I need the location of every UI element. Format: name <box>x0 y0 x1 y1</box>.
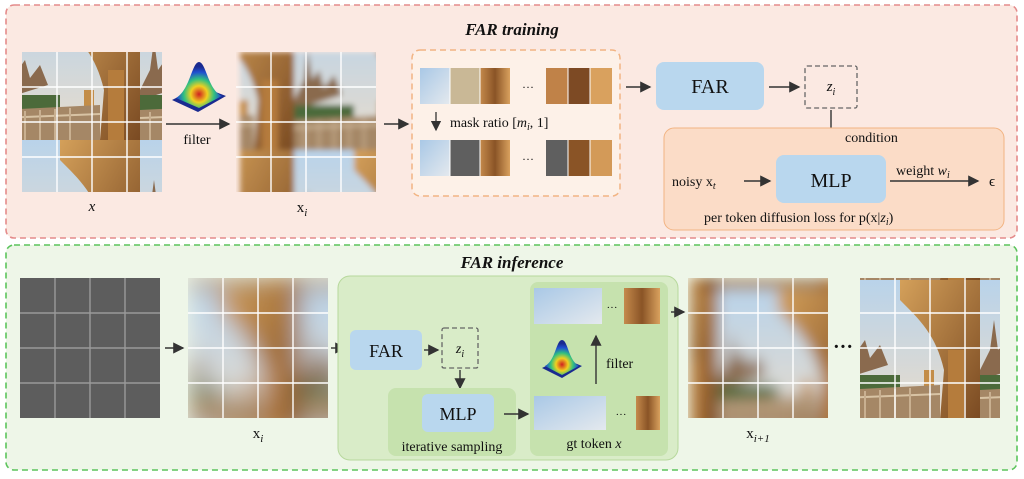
next-xi-image <box>688 278 828 418</box>
mlp-label-inference: MLP <box>439 404 476 424</box>
z-box-training <box>804 65 858 109</box>
inference-ellipsis-bottom: ··· <box>616 409 627 421</box>
mlp-label-training: MLP <box>810 170 851 192</box>
mask-ratio-label: mask ratio [mi, 1] <box>450 116 548 133</box>
loss-label: per token diffusion loss for p(x|zi) <box>704 211 894 228</box>
weight-label: weight wi <box>896 164 950 181</box>
gaussian-filter-icon-inference <box>542 340 582 378</box>
training-title: FAR training <box>464 20 559 39</box>
final-image <box>860 278 1000 418</box>
token-ellipsis-bottom: ··· <box>522 152 534 166</box>
z-box-inference <box>441 327 479 369</box>
filter-label: filter <box>183 133 211 148</box>
z-label-inference: zi <box>455 342 464 360</box>
token-ellipsis-top: ··· <box>522 80 534 94</box>
inference-xi-label: xi <box>253 426 264 445</box>
token-row-masked <box>420 140 612 176</box>
gaussian-filter-icon <box>172 62 226 112</box>
mlp-box-inference <box>422 394 494 432</box>
predicted-token-row <box>534 288 660 324</box>
input-label: x <box>88 199 96 215</box>
inference-title: FAR inference <box>460 253 564 272</box>
filtered-label: xi <box>297 200 308 219</box>
z-label-training: zi <box>826 79 836 98</box>
empty-grid-image <box>20 278 160 418</box>
far-box-training <box>656 62 764 110</box>
condition-label: condition <box>845 131 898 146</box>
noisy-label: noisy xt <box>672 175 716 192</box>
far-box-inference <box>350 330 422 370</box>
input-image <box>22 52 162 192</box>
mlp-box-training <box>776 155 886 203</box>
inference-ellipsis-top: ··· <box>607 302 618 314</box>
next-xi-label: xi+1 <box>746 426 769 445</box>
inference-filter-label: filter <box>606 357 634 372</box>
far-label-training: FAR <box>691 76 729 98</box>
filtered-image <box>236 52 376 192</box>
gt-token-row <box>534 396 660 430</box>
gt-token-label: gt token x <box>566 437 622 452</box>
far-label-inference: FAR <box>369 341 403 361</box>
big-ellipsis: ··· <box>833 336 853 358</box>
token-row-full <box>420 68 612 104</box>
epsilon-label: ϵ <box>989 174 995 190</box>
blurred-xi-image <box>188 278 328 418</box>
iterative-sampling-label: iterative sampling <box>402 440 503 455</box>
